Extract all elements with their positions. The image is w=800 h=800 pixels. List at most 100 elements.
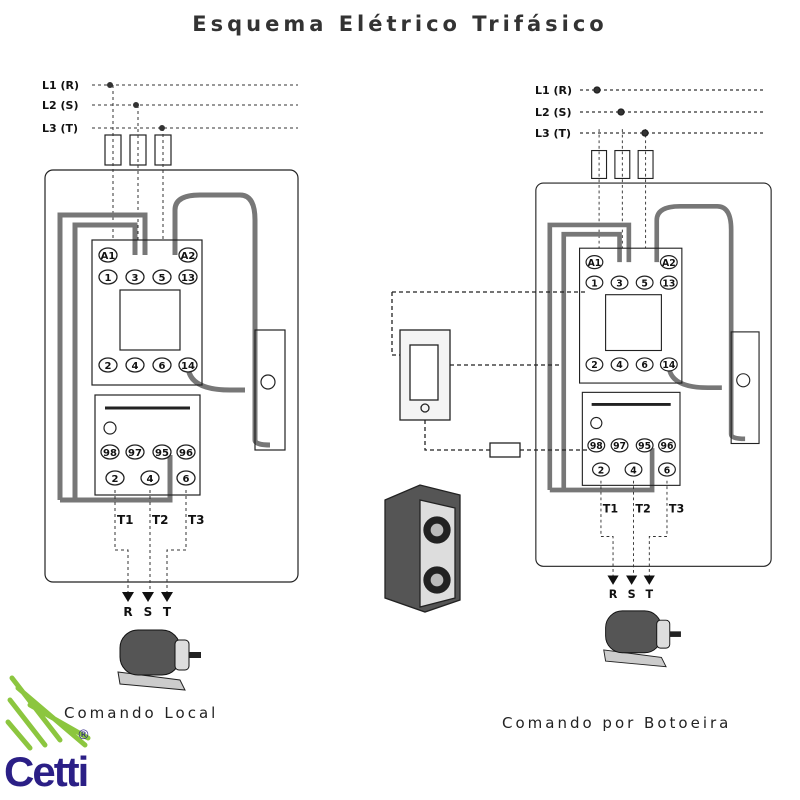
contactor-core — [119, 289, 181, 351]
coil-a2-terminal — [659, 255, 678, 270]
contactor-top-label: 1 — [105, 273, 112, 284]
pushbutton-extras: L1 (R) L2 (S) L3 (T) — [384, 84, 765, 613]
contactor-bottom-label: 14 — [181, 361, 195, 372]
contactor-bottom-terminal — [635, 357, 654, 372]
coil-a1-label: A1 — [588, 258, 602, 269]
caption-pushbutton: Comando por Botoeira — [502, 714, 732, 732]
arrow-down-icon — [607, 575, 619, 585]
contactor-top-terminal — [659, 275, 678, 290]
relay-aux-terminal — [100, 444, 120, 460]
motor-base — [117, 671, 186, 691]
relay-aux-label: 97 — [128, 448, 142, 459]
relay-out-label: 4 — [147, 474, 154, 485]
motor-icon — [603, 610, 681, 668]
clamp-screw — [736, 373, 751, 388]
contactor-top-terminal — [585, 275, 604, 290]
phase-label: S — [628, 588, 636, 601]
motor-endcap — [174, 639, 190, 671]
enclosure — [535, 182, 772, 567]
contactor-bottom-terminal — [610, 357, 629, 372]
pushbutton-station — [384, 484, 461, 613]
relay-aux-label: 95 — [155, 448, 169, 459]
coil-a1-terminal — [585, 255, 604, 270]
contactor-top-terminal — [125, 269, 145, 285]
motor-shaft — [669, 631, 681, 637]
contactor-bottom-terminal — [125, 357, 145, 373]
contactor-bottom-terminal — [98, 357, 118, 373]
motor-base — [603, 649, 667, 668]
overload-relay — [94, 394, 201, 496]
contactor-top-label: 1 — [591, 278, 597, 289]
line-label: L1 (R) — [535, 84, 572, 97]
ground-clamp — [254, 329, 286, 451]
contactor-core — [605, 294, 662, 352]
contactor-top-label: 3 — [616, 278, 622, 289]
relay-aux-label: 98 — [103, 448, 117, 459]
ground-clamp — [730, 331, 760, 445]
relay-out-label: 2 — [598, 465, 604, 476]
contactor-bottom-terminal — [178, 357, 198, 373]
contactor-top-label: 3 — [132, 273, 139, 284]
contactor-top-label: 5 — [641, 278, 647, 289]
relay-out-terminal — [105, 470, 125, 486]
line-label: L3 (T) — [535, 127, 571, 140]
logo-swoosh-icon — [5, 675, 91, 751]
output-label: T2 — [152, 513, 169, 527]
contactor-bottom-label: 14 — [662, 360, 675, 371]
contactor-top-terminal — [610, 275, 629, 290]
motor-shaft — [189, 652, 201, 658]
relay-aux-terminal — [587, 438, 606, 453]
line-label: L1 (R) — [42, 79, 79, 92]
contactor — [91, 239, 203, 386]
coil-a2-terminal — [178, 247, 198, 263]
clamp-screw — [260, 374, 276, 390]
arrow-down-icon — [122, 592, 134, 602]
relay-out-terminal — [658, 462, 676, 477]
phase-label: R — [609, 588, 618, 601]
logo: Cetti — [4, 748, 89, 795]
relay-aux-label: 96 — [179, 448, 193, 459]
fuse — [591, 149, 608, 180]
line-tap — [107, 82, 113, 88]
output-label: T3 — [669, 502, 684, 515]
arrow-down-icon — [161, 592, 173, 602]
motor-endcap — [656, 619, 671, 649]
contactor-bottom-terminal — [152, 357, 172, 373]
relay-dial — [103, 421, 117, 435]
logo-registered-mark: ® — [77, 728, 90, 743]
output-label: T1 — [117, 513, 134, 527]
contactor-bottom-label: 6 — [641, 360, 647, 371]
contactor-top-label: 13 — [181, 273, 195, 284]
line-label: L2 (S) — [535, 106, 571, 119]
contactor-bottom-label: 2 — [105, 361, 112, 372]
arrow-down-icon — [142, 592, 154, 602]
line-tap — [593, 86, 601, 94]
contactor-top-terminal — [152, 269, 172, 285]
arrow-down-icon — [643, 575, 655, 585]
relay-aux-terminal — [610, 438, 629, 453]
coil-a2-label: A2 — [662, 258, 676, 269]
line-tap — [159, 125, 165, 131]
line-label: L3 (T) — [42, 122, 78, 135]
relay-out-terminal — [591, 462, 610, 477]
contactor-bottom-label: 4 — [616, 360, 623, 371]
motor-icon — [117, 629, 201, 691]
relay-out-label: 6 — [183, 474, 190, 485]
coil-a1-terminal — [98, 247, 118, 263]
relay-out-label: 6 — [664, 465, 670, 476]
fuse — [614, 149, 631, 180]
contactor-top-label: 13 — [662, 278, 675, 289]
phase-label: S — [144, 605, 153, 619]
output-label: T2 — [635, 502, 650, 515]
control-fuse — [489, 442, 521, 458]
contactor-bottom-terminal — [585, 357, 604, 372]
motor-body — [119, 629, 181, 676]
contactor-top-label: 5 — [159, 273, 166, 284]
overload-relay — [581, 391, 681, 486]
relay-out-label: 4 — [630, 465, 637, 476]
relay-dial — [590, 416, 603, 430]
relay-out-terminal — [176, 470, 196, 486]
phase-label: T — [163, 605, 172, 619]
